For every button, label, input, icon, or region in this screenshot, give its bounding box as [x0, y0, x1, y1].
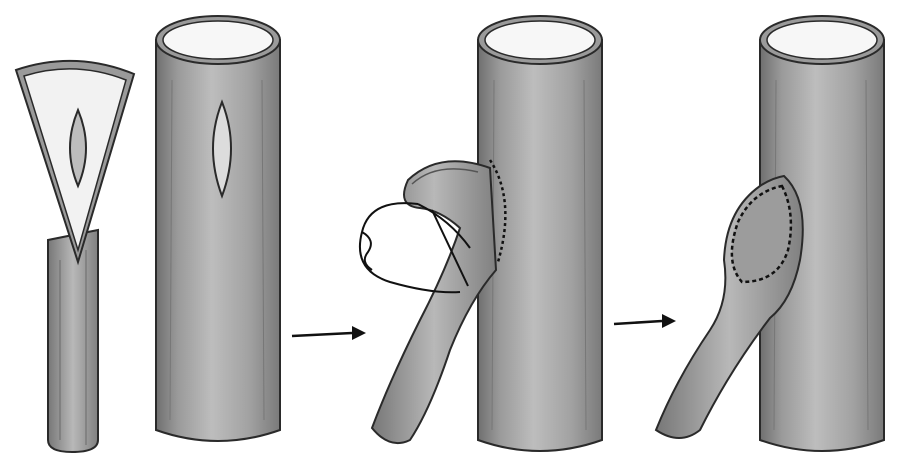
right-arrow-icon — [352, 326, 366, 340]
step-arrow-1 — [291, 326, 366, 340]
graft-vessel-with-spatulated-cut — [14, 59, 136, 454]
anastomosis-suturing-in-progress — [358, 15, 603, 452]
recipient-vessel-with-incision — [155, 15, 281, 442]
completed-end-to-side-anastomosis — [654, 15, 885, 452]
right-arrow-icon — [662, 314, 676, 328]
step-arrow-2 — [613, 314, 676, 328]
